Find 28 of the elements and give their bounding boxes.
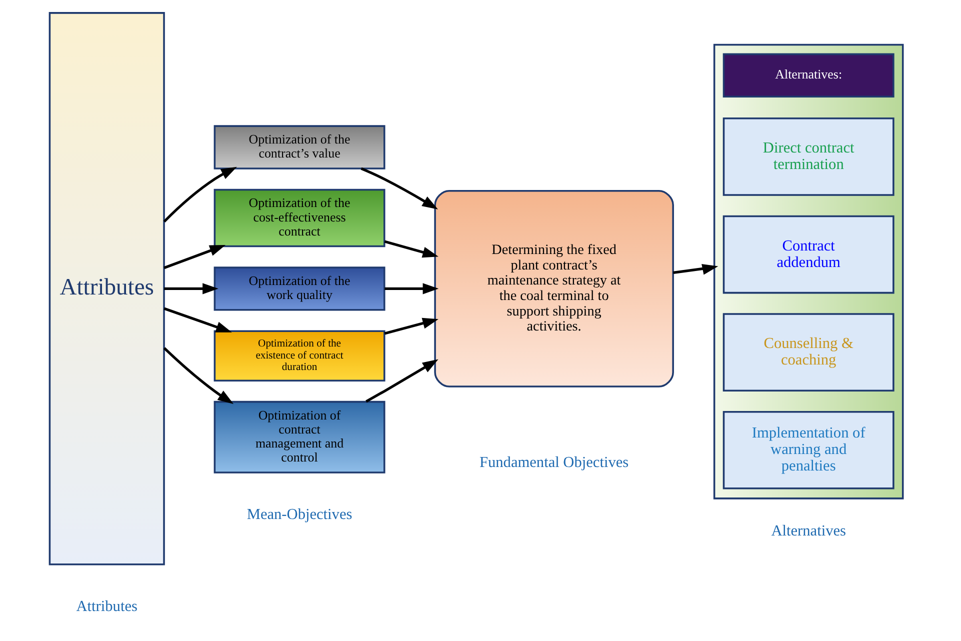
node-box: Determining the fixed plant contract’s maintenance strategy at the coal terminal to support shipping activities.: [434, 190, 674, 388]
node-box: Attributes: [48, 12, 164, 566]
arrow: [163, 245, 226, 270]
cluster: [712, 44, 904, 500]
node-box: Alternatives:: [722, 53, 894, 98]
arrow: [384, 283, 438, 294]
arrow: [164, 283, 218, 294]
node-box: Direct contract termination: [722, 118, 894, 196]
arrow: [162, 347, 234, 404]
label: Alternatives: [770, 522, 846, 540]
arrow: [384, 240, 438, 258]
node-box: Optimization of contract management and control: [213, 400, 385, 474]
node-box: Optimization of the existence of contract duration: [213, 330, 385, 382]
node-box: Counselling & coaching: [722, 313, 894, 392]
arrow: [365, 359, 438, 403]
node-box: Optimization of the cost-effectiveness contract: [213, 188, 385, 248]
arrow: [162, 166, 236, 223]
arrow: [672, 264, 718, 275]
arrow: [384, 318, 438, 335]
node-box: Optimization of the work quality: [213, 266, 385, 311]
node-box: Implementation of warning and penalties: [722, 410, 894, 490]
node-box: Contract addendum: [722, 215, 894, 294]
label: Attributes: [76, 598, 137, 615]
arrow: [163, 307, 232, 332]
arrow: [360, 167, 438, 210]
label: Fundamental Objectives: [479, 454, 628, 472]
node-box: Optimization of the contract’s value: [213, 125, 385, 170]
label: Mean-Objectives: [246, 506, 352, 523]
